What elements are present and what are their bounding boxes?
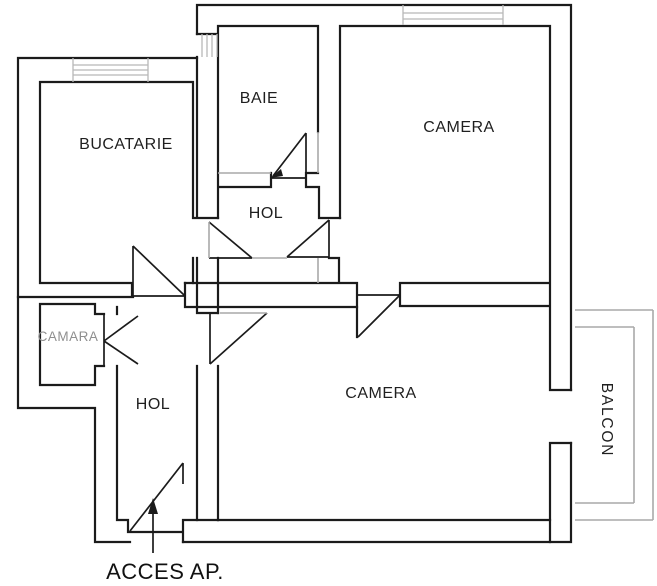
baie-door-swing <box>272 132 307 179</box>
small-window-icon <box>201 34 218 57</box>
bucatarie-walls <box>38 55 220 522</box>
room-label-balcon: BALCON <box>598 383 615 458</box>
bucatarie-door-swing <box>132 245 185 297</box>
room-label-baie: BAIE <box>240 90 278 107</box>
entrance-arrow-icon <box>148 498 158 514</box>
hol-lower-walls <box>115 305 199 544</box>
camara-walls <box>38 302 106 387</box>
room-label-camera-bottom: CAMERA <box>345 385 416 402</box>
walls-layer <box>16 3 573 544</box>
bucatarie-window-icon <box>72 58 149 82</box>
room-label-bucatarie: BUCATARIE <box>79 136 173 153</box>
middle-band-walls <box>16 281 359 309</box>
baie-door-arrow-icon <box>270 169 283 178</box>
hol-east-door-swing <box>286 219 330 258</box>
balcony-parapet <box>575 309 654 521</box>
light-lines-layer <box>208 132 654 521</box>
baie-walls <box>195 24 342 522</box>
camera-bottom-walls <box>216 518 552 544</box>
camera-top-walls <box>183 24 573 522</box>
outer-walls <box>16 3 573 544</box>
camera-top-door-swing <box>357 294 401 338</box>
room-label-camara: CAMARA <box>38 329 99 344</box>
room-label-hol-upper: HOL <box>249 205 283 222</box>
camara-folding-door <box>103 314 139 366</box>
labels-layer: BUCATARIE BAIE CAMERA HOL CAMARA HOL CAM… <box>38 90 615 584</box>
windows-layer <box>72 5 504 82</box>
entrance-door-swing <box>129 462 184 532</box>
room-label-camera-top: CAMERA <box>423 119 494 136</box>
camera-bottom-door-swing <box>209 312 268 365</box>
camera-top-window-icon <box>402 5 504 25</box>
entrance-label: ACCES AP. <box>106 559 224 584</box>
doors-layer <box>103 132 401 553</box>
gray-wall-stubs <box>208 132 319 314</box>
hol-west-door-swing <box>208 221 253 259</box>
room-label-hol-lower: HOL <box>136 396 170 413</box>
